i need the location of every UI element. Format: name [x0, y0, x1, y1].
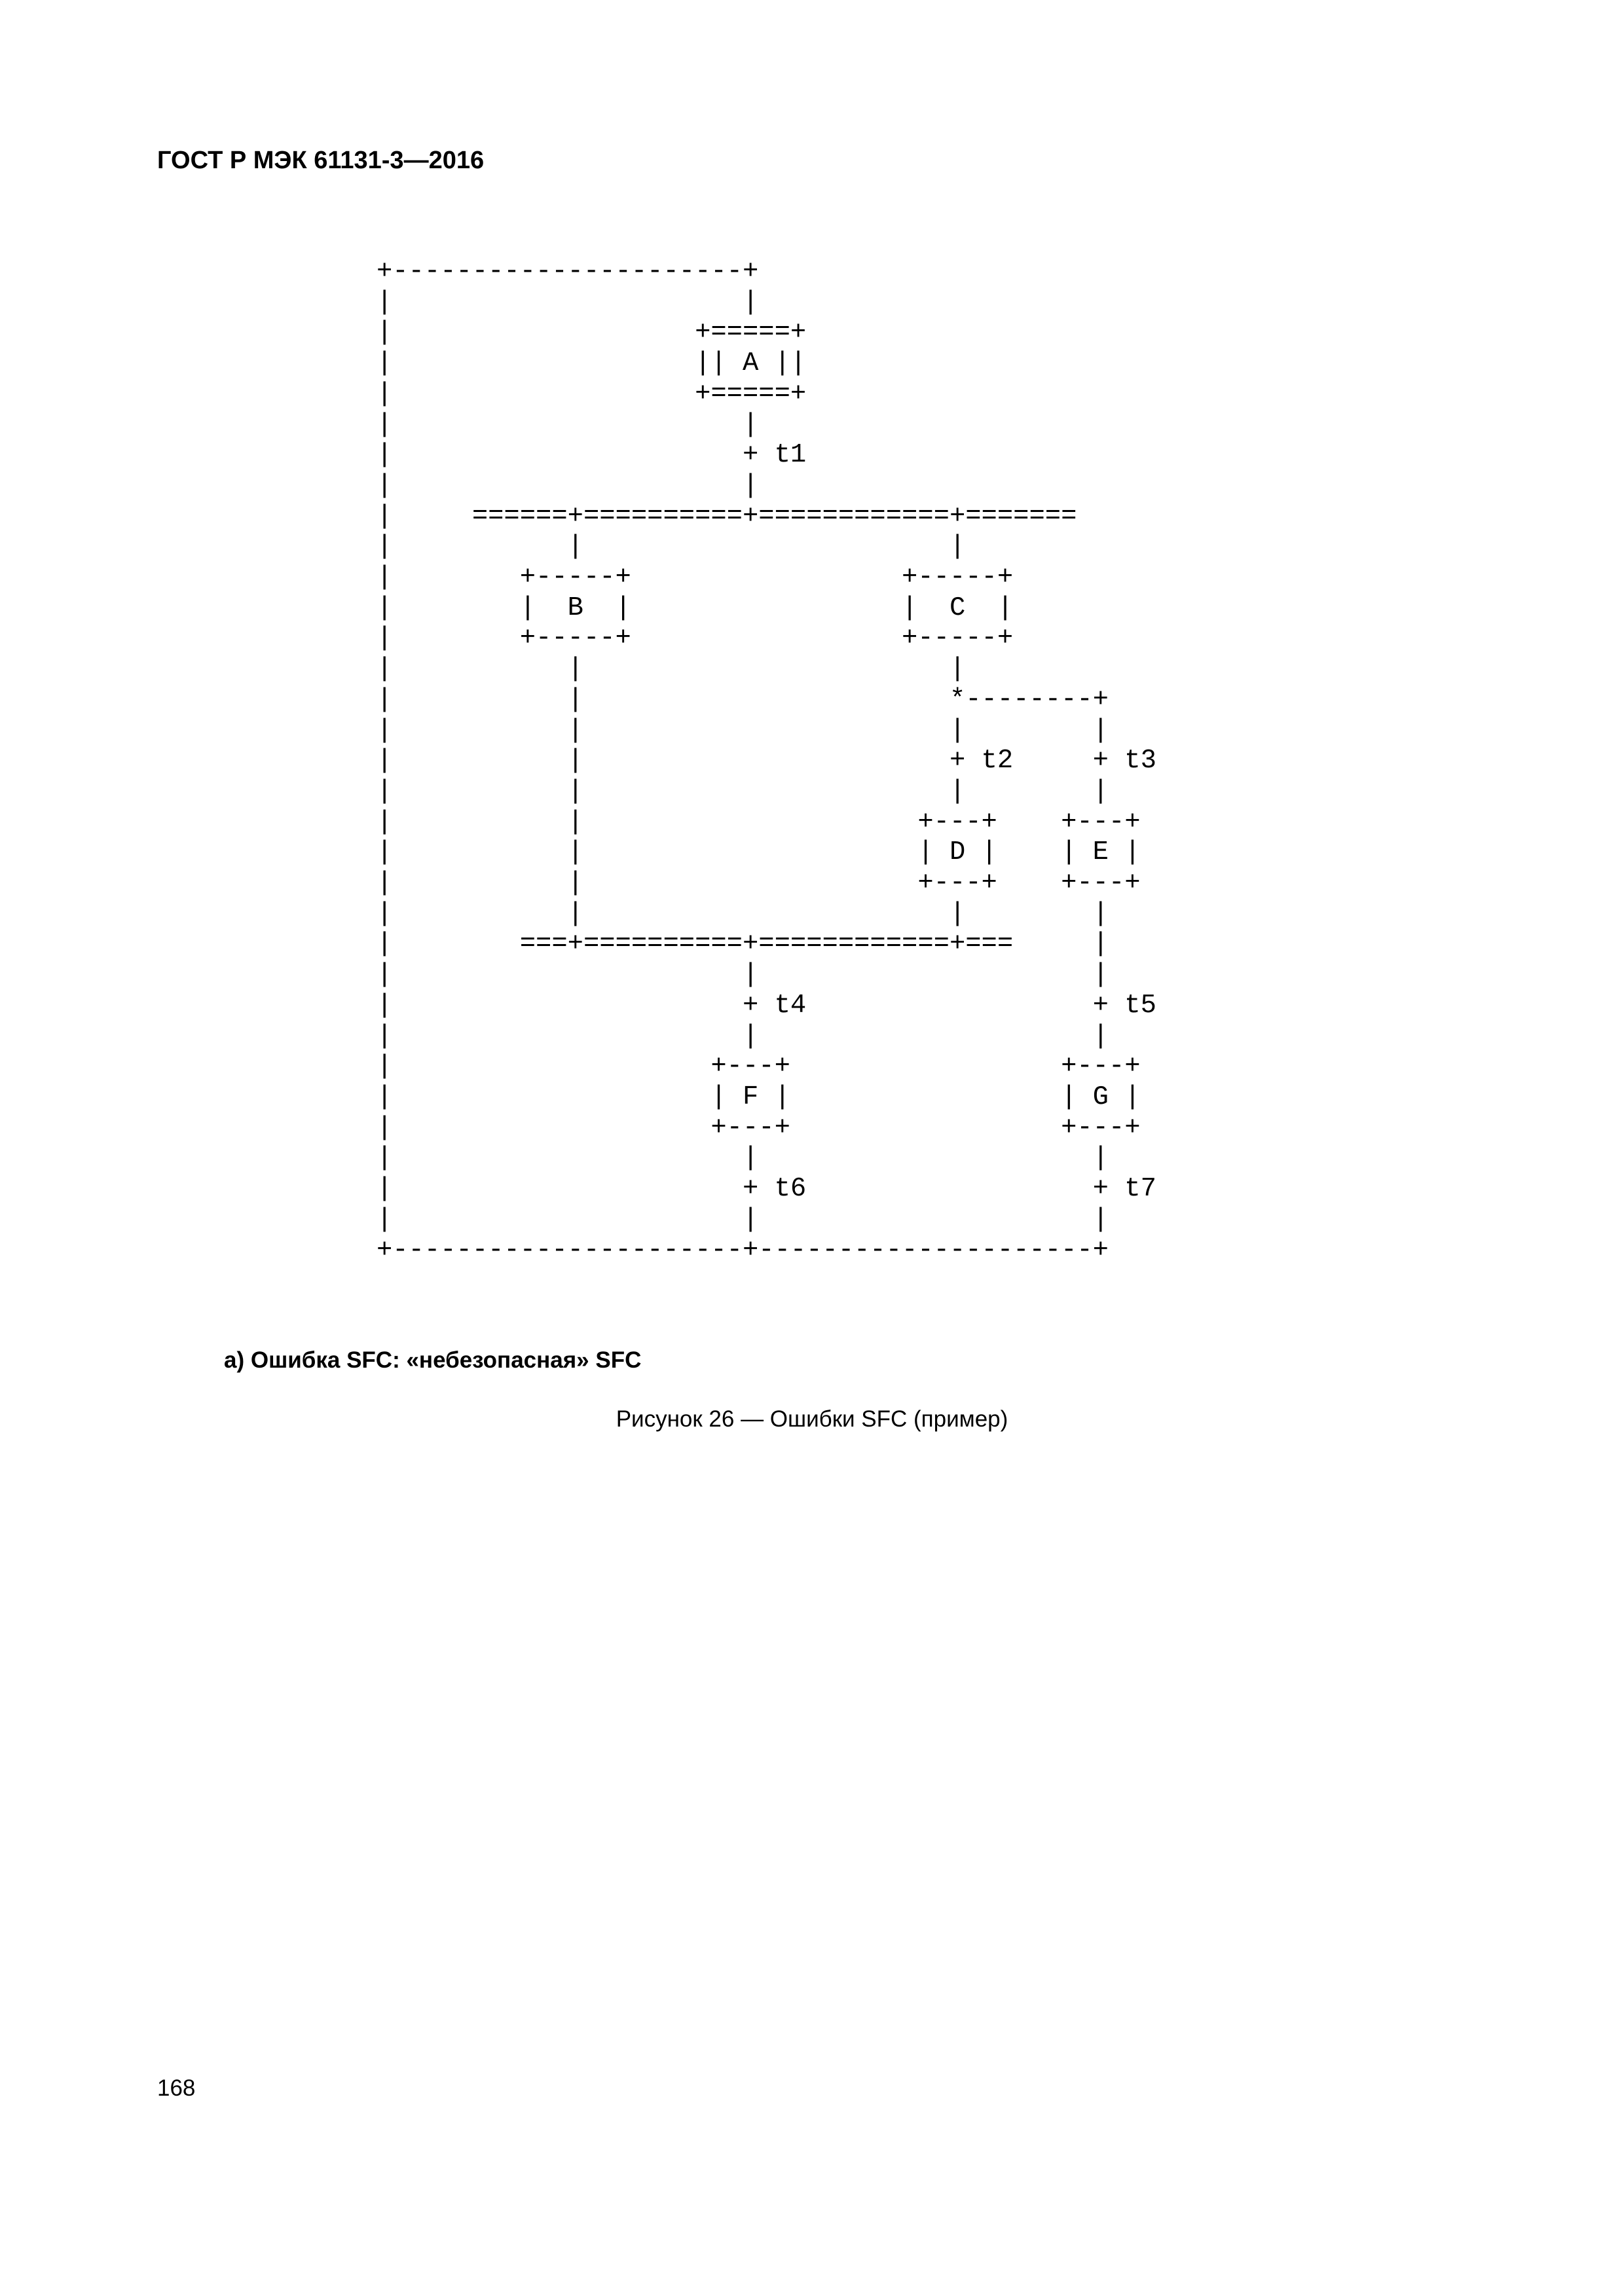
page-number: 168	[157, 2075, 196, 2101]
figure-subcaption: а) Ошибка SFC: «небезопасная» SFC	[224, 1347, 642, 1373]
figure-caption: Рисунок 26 — Ошибки SFC (пример)	[616, 1406, 1008, 1432]
sfc-ascii-diagram: +----------------------+ | | | +=====+ |…	[377, 257, 1156, 1266]
standard-header: ГОСТ Р МЭК 61131-3—2016	[157, 147, 485, 174]
